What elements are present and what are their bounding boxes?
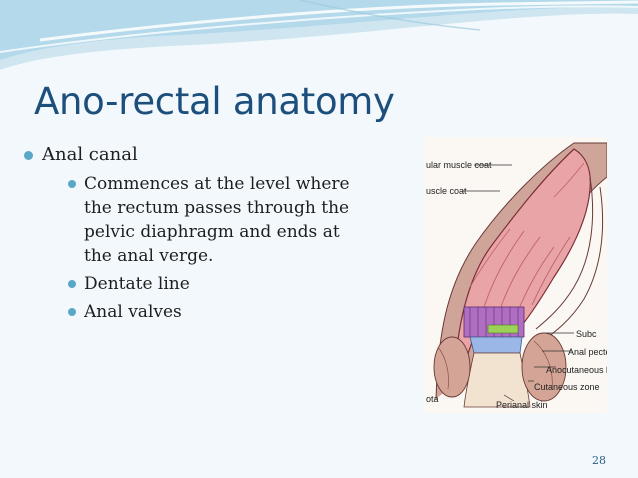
figure-label: uscle coat (426, 186, 467, 196)
sub-bullet-list: Commences at the level where the rectum … (42, 172, 354, 324)
figure-label: Subc (576, 329, 597, 339)
anatomy-drawing (433, 142, 607, 408)
figure-label: Anal pecte (568, 347, 607, 357)
sub-bullet-text: Dentate line (84, 274, 190, 294)
anorectal-anatomy-illustration: ular muscle coat uscle coat Subc Anal pe… (424, 137, 607, 413)
slide-title: Ano-rectal anatomy (34, 80, 395, 123)
figure-label: Perianal skin (496, 400, 548, 410)
slide-number: 28 (592, 454, 606, 467)
figure-label: Anocutaneous li (546, 365, 607, 375)
sub-bullet-dentate-line: Dentate line (42, 272, 354, 296)
bullet-list: Anal canal Commences at the level where … (14, 144, 354, 328)
bullet-text: Anal canal (42, 144, 138, 165)
header-swoosh-decoration (0, 0, 638, 70)
figure-label: ota (426, 394, 439, 404)
sub-bullet-text: Commences at the level where the rectum … (84, 174, 350, 266)
sub-bullet-text: Anal valves (84, 302, 182, 322)
bullet-dot-icon (24, 151, 33, 160)
sub-bullet-dot-icon (68, 308, 76, 316)
sub-bullet-commences: Commences at the level where the rectum … (42, 172, 354, 268)
sub-bullet-anal-valves: Anal valves (42, 300, 354, 324)
sub-bullet-dot-icon (68, 280, 76, 288)
sub-bullet-dot-icon (68, 180, 76, 188)
bullet-anal-canal: Anal canal Commences at the level where … (14, 144, 354, 324)
figure-label: ular muscle coat (426, 160, 492, 170)
figure-label: Cutaneous zone (534, 382, 600, 392)
